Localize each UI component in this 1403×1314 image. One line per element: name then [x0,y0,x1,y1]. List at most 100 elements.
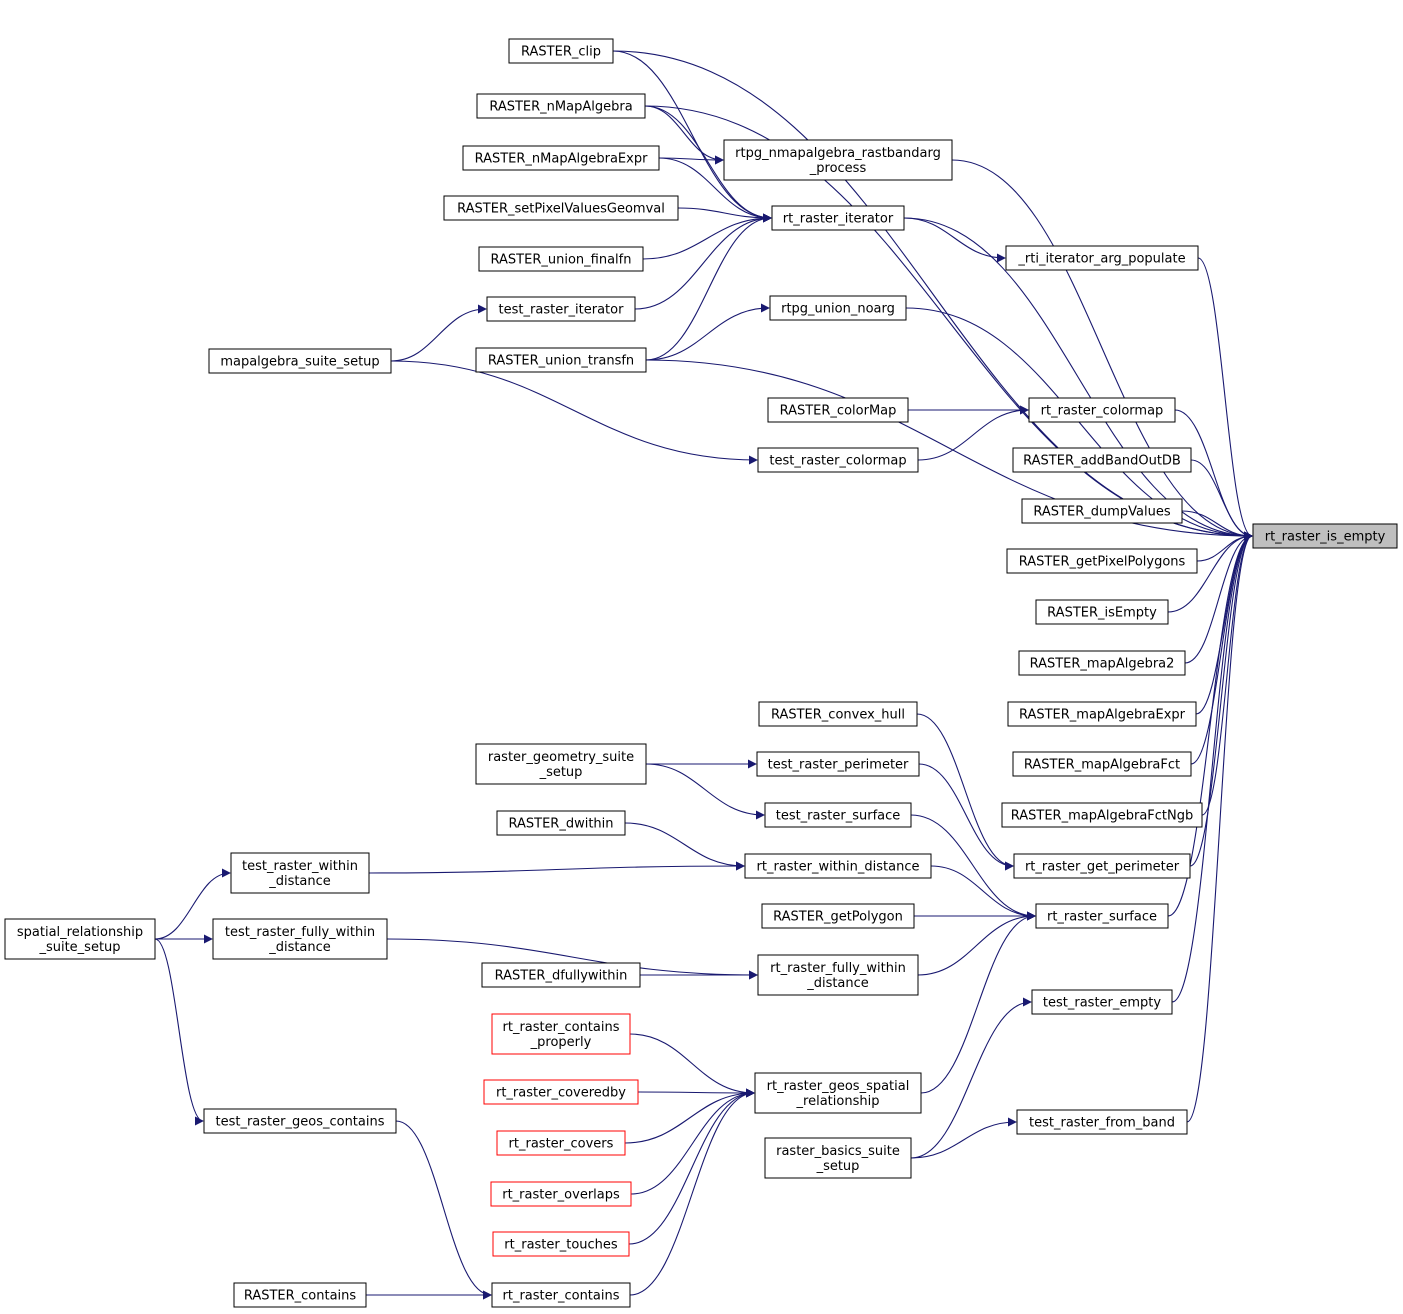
node-rt-raster-get-perimeter[interactable]: rt_raster_get_perimeter [1013,853,1191,879]
node-rt-raster-contains[interactable]: rt_raster_contains [491,1282,631,1308]
node-rti-iterator-arg-populate[interactable]: _rti_iterator_arg_populate [1005,245,1199,271]
node-box [483,1079,639,1105]
node-convex-hull[interactable]: RASTER_convex_hull [758,701,918,727]
node-dumpvalues[interactable]: RASTER_dumpValues [1021,498,1183,524]
node-box [1012,447,1192,473]
node-contains-properly[interactable]: rt_raster_contains_properly [491,1013,631,1055]
node-test-raster-geos-contains[interactable]: test_raster_geos_contains [203,1108,397,1134]
node-rastbandarg[interactable]: rtpg_nmapalgebra_rastbandarg_process [723,139,953,181]
edge-touches-to-geos-spatial-relationship [628,1088,755,1245]
node-label: test_raster_iterator [499,303,625,318]
node-box [1016,1109,1188,1135]
node-label: RASTER_mapAlgebra2 [1030,657,1175,672]
node-rt-raster-iterator[interactable]: rt_raster_iterator [771,205,905,231]
node-test-raster-within-distance[interactable]: test_raster_within_distance [230,852,370,894]
node-box [496,1130,626,1156]
node-test-raster-perimeter[interactable]: test_raster_perimeter [756,751,920,777]
node-box [1005,245,1199,271]
node-box [723,139,953,181]
node-label: rt_raster_covers [509,1137,614,1152]
node-test-raster-empty[interactable]: test_raster_empty [1031,989,1173,1015]
edge-spatial-relationship-suite-setup-to-test-raster-within-distance [154,868,231,940]
node-covers[interactable]: rt_raster_covers [496,1130,626,1156]
node-box [1035,903,1169,929]
edge-rt-raster-iterator-to-rti-iterator-arg-populate [903,217,1006,263]
node-clip[interactable]: RASTER_clip [508,38,614,64]
node-label: RASTER_dwithin [508,817,613,832]
node-dfullywithin[interactable]: RASTER_dfullywithin [481,962,641,988]
node-rt-raster-colormap[interactable]: rt_raster_colormap [1028,397,1176,423]
node-mapalgebrafctngb[interactable]: RASTER_mapAlgebraFctNgb [1001,802,1203,828]
node-label: rt_raster_contains [503,1289,620,1304]
node-rt-raster-surface[interactable]: rt_raster_surface [1035,903,1169,929]
edge-raster-geometry-suite-setup-to-test-raster-surface [645,763,765,820]
node-box [758,701,918,727]
edge-overlaps-to-geos-spatial-relationship [630,1088,755,1195]
node-box [208,348,392,374]
node-test-raster-fully-within-distance[interactable]: test_raster_fully_within_distance [212,918,388,960]
edge-coveredby-to-geos-spatial-relationship [637,1088,755,1098]
node-mapalgebra2[interactable]: RASTER_mapAlgebra2 [1018,650,1186,676]
node-mapalgebrafct[interactable]: RASTER_mapAlgebraFct [1012,751,1192,777]
node-nmapalgebra[interactable]: RASTER_nMapAlgebra [476,93,646,119]
node-box [4,918,156,960]
edge-rti-iterator-arg-populate-to-is-empty [1197,257,1253,541]
node-test-raster-iterator[interactable]: test_raster_iterator [486,296,636,322]
edge-test-raster-iterator-to-rt-raster-iterator [634,213,772,310]
node-rt-raster-fully-within-distance[interactable]: rt_raster_fully_within_distance [757,954,919,996]
edge-union-finalfn-to-rt-raster-iterator [642,213,772,260]
node-label: test_raster_within [242,859,358,874]
node-coveredby[interactable]: rt_raster_coveredby [483,1079,639,1105]
node-setpixelvaluesgeomval[interactable]: RASTER_setPixelValuesGeomval [443,195,679,221]
node-union-transfn[interactable]: RASTER_union_transfn [475,347,647,373]
node-isempty[interactable]: RASTER_isEmpty [1035,599,1169,625]
node-overlaps[interactable]: rt_raster_overlaps [490,1181,632,1207]
node-getpixelpolygons[interactable]: RASTER_getPixelPolygons [1006,548,1198,574]
node-box [490,1181,632,1207]
node-getpolygon[interactable]: RASTER_getPolygon [761,903,915,929]
node-spatial-relationship-suite-setup[interactable]: spatial_relationship_suite_setup [4,918,156,960]
node-box [203,1108,397,1134]
node-label: test_raster_from_band [1029,1116,1175,1131]
node-label: mapalgebra_suite_setup [220,355,379,370]
node-label: _relationship [796,1094,880,1109]
node-mapalgebra-suite-setup[interactable]: mapalgebra_suite_setup [208,348,392,374]
node-raster-contains[interactable]: RASTER_contains [233,1282,367,1308]
node-label: RASTER_colorMap [780,404,897,419]
node-test-raster-surface[interactable]: test_raster_surface [764,802,912,828]
node-mapalgebraexpr[interactable]: RASTER_mapAlgebraExpr [1007,701,1197,727]
node-test-raster-colormap[interactable]: test_raster_colormap [757,447,919,473]
node-is-empty[interactable]: rt_raster_is_empty [1252,523,1398,549]
node-label: rt_raster_is_empty [1265,530,1386,545]
node-label: test_raster_perimeter [768,758,909,773]
node-label: rt_raster_surface [1047,910,1157,925]
node-label: _suite_setup [38,940,120,955]
node-box [486,296,636,322]
node-box [1028,397,1176,423]
node-addbandoutdb[interactable]: RASTER_addBandOutDB [1012,447,1192,473]
node-rtpg-union-noarg[interactable]: rtpg_union_noarg [769,295,907,321]
nodes: rt_raster_is_empty RASTER_clipRASTER_nMap… [4,38,1398,1308]
node-test-raster-from-band[interactable]: test_raster_from_band [1016,1109,1188,1135]
node-colormap[interactable]: RASTER_colorMap [767,397,909,423]
edge-setpixelvaluesgeomval-to-rt-raster-iterator [677,207,772,223]
node-label: RASTER_clip [521,45,601,60]
node-label: test_raster_geos_contains [216,1115,385,1130]
node-geos-spatial-relationship[interactable]: rt_raster_geos_spatial_relationship [754,1072,922,1114]
node-box [212,918,388,960]
node-raster-basics-suite-setup[interactable]: raster_basics_suite_setup [764,1137,912,1179]
node-label: test_raster_colormap [769,454,906,469]
node-dwithin[interactable]: RASTER_dwithin [496,810,626,836]
node-union-finalfn[interactable]: RASTER_union_finalfn [478,246,644,272]
edge-raster-basics-suite-setup-to-test-raster-empty [910,997,1032,1159]
node-label: RASTER_getPixelPolygons [1019,555,1186,570]
node-nmapalgebraexpr[interactable]: RASTER_nMapAlgebraExpr [462,145,660,171]
node-touches[interactable]: rt_raster_touches [492,1231,630,1257]
node-box [443,195,679,221]
node-rt-raster-within-distance[interactable]: rt_raster_within_distance [744,853,932,879]
edge-union-transfn-to-is-empty [645,359,1253,541]
node-label: test_raster_empty [1043,996,1162,1011]
node-raster-geometry-suite-setup[interactable]: raster_geometry_suite_setup [475,743,647,785]
node-box [496,810,626,836]
